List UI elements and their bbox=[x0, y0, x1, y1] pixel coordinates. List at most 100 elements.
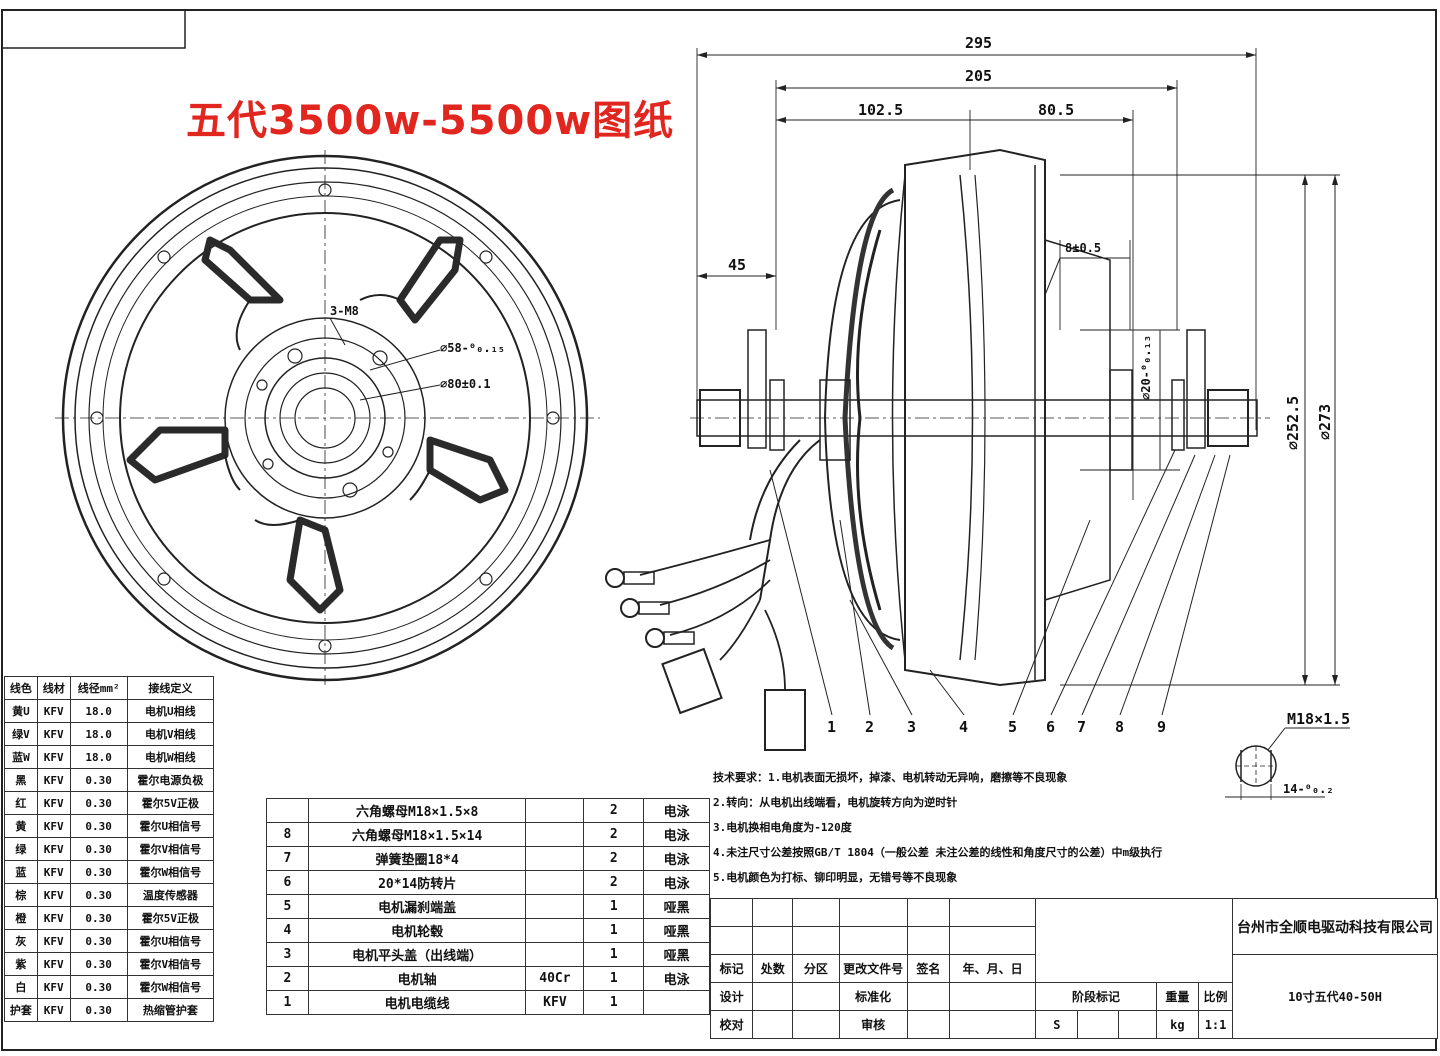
cell: KFV bbox=[36, 768, 71, 792]
cell bbox=[792, 926, 840, 955]
cell: 6 bbox=[266, 870, 309, 895]
cell bbox=[792, 982, 840, 1011]
header-material: 线材 bbox=[36, 676, 71, 700]
cell: 电机平头盖（出线端） bbox=[307, 942, 527, 967]
cell: 护套 bbox=[4, 998, 38, 1022]
cell: KFV bbox=[36, 745, 71, 769]
cell: 电机V相线 bbox=[126, 722, 215, 746]
cell: 2 bbox=[583, 798, 645, 823]
cell: 绿V bbox=[4, 722, 38, 746]
design-label: 设计 bbox=[709, 982, 754, 1011]
review-label: 审核 bbox=[838, 1010, 908, 1039]
callout-5: 5 bbox=[1008, 718, 1017, 736]
cell bbox=[643, 990, 710, 1015]
cell: 绿 bbox=[4, 837, 38, 861]
cell: 霍尔U相信号 bbox=[126, 814, 215, 838]
cell bbox=[838, 926, 908, 955]
cell bbox=[1117, 1010, 1157, 1039]
cell bbox=[948, 982, 1037, 1011]
cell bbox=[525, 870, 585, 895]
cell: 霍尔V相信号 bbox=[126, 952, 215, 976]
cell: KFV bbox=[36, 952, 71, 976]
weight-label: 重量 bbox=[1155, 982, 1199, 1011]
dim-8: 8±0.5 bbox=[1065, 241, 1101, 255]
dim-102-5: 102.5 bbox=[858, 101, 903, 119]
scale-label: 比例 bbox=[1197, 982, 1234, 1011]
header-gauge: 线径mm² bbox=[69, 676, 128, 700]
cell: 电泳 bbox=[643, 870, 710, 895]
cell: 六角螺母M18×1.5×14 bbox=[307, 822, 527, 847]
cell: 霍尔W相信号 bbox=[126, 975, 215, 999]
callout-8: 8 bbox=[1115, 718, 1124, 736]
cell: KFV bbox=[525, 990, 585, 1015]
count-label: 处数 bbox=[752, 954, 794, 983]
cell bbox=[752, 1010, 794, 1039]
cell: 0.30 bbox=[69, 837, 128, 861]
corner-box bbox=[1, 9, 186, 49]
cell: 霍尔W相信号 bbox=[126, 860, 215, 884]
cell bbox=[525, 918, 585, 943]
requirement-5: 5.电机颜色为打标、铆印明显，无错号等不良现象 bbox=[713, 870, 957, 884]
cell: 电机轮毂 bbox=[307, 918, 527, 943]
dim-45: 45 bbox=[728, 256, 746, 274]
cell bbox=[906, 926, 950, 955]
callout-4: 4 bbox=[959, 718, 968, 736]
cell bbox=[525, 822, 585, 847]
callout-6: 6 bbox=[1046, 718, 1055, 736]
cell bbox=[752, 898, 794, 927]
cell: 红 bbox=[4, 791, 38, 815]
callout-2: 2 bbox=[865, 718, 874, 736]
cell: 1 bbox=[583, 990, 645, 1015]
cell: 黄 bbox=[4, 814, 38, 838]
dim-205: 205 bbox=[965, 67, 992, 85]
callout-numbers: 1 2 3 4 5 6 7 8 9 bbox=[827, 718, 1166, 736]
cell: 20*14防转片 bbox=[307, 870, 527, 895]
cell: KFV bbox=[36, 837, 71, 861]
axle-section-detail bbox=[1225, 727, 1350, 800]
cell bbox=[1077, 1010, 1119, 1039]
cell: 1 bbox=[266, 990, 309, 1015]
cell: KFV bbox=[36, 722, 71, 746]
cell: 0.30 bbox=[69, 791, 128, 815]
title-block-row: 设计 标准化 阶段标记 重量 比例 bbox=[709, 982, 1438, 1011]
side-view bbox=[605, 48, 1340, 751]
cell: 灰 bbox=[4, 929, 38, 953]
mark-label: 标记 bbox=[709, 954, 754, 983]
cell: 黄U bbox=[4, 699, 38, 723]
sheet-border bbox=[1, 9, 1437, 1051]
cell: KFV bbox=[36, 975, 71, 999]
cell bbox=[525, 942, 585, 967]
cell: 电机U相线 bbox=[126, 699, 215, 723]
cell: 1 bbox=[583, 966, 645, 991]
cell: 白 bbox=[4, 975, 38, 999]
cell: 霍尔U相信号 bbox=[126, 929, 215, 953]
cell: 5 bbox=[266, 894, 309, 919]
cell: KFV bbox=[36, 929, 71, 953]
callout-1: 1 bbox=[827, 718, 836, 736]
scale-value: 1:1 bbox=[1197, 1010, 1234, 1039]
cell: 7 bbox=[266, 846, 309, 871]
cell: 0.30 bbox=[69, 952, 128, 976]
cell: 电泳 bbox=[643, 846, 710, 871]
weight-unit: kg bbox=[1155, 1010, 1199, 1039]
flat-width-label: 14-⁰₀.₂ bbox=[1283, 782, 1334, 796]
company-name: 台州市全顺电驱动科技有限公司 bbox=[1232, 898, 1438, 955]
front-view bbox=[55, 150, 600, 685]
cell: 2 bbox=[266, 966, 309, 991]
cell: 0.30 bbox=[69, 768, 128, 792]
cell: 1 bbox=[583, 918, 645, 943]
